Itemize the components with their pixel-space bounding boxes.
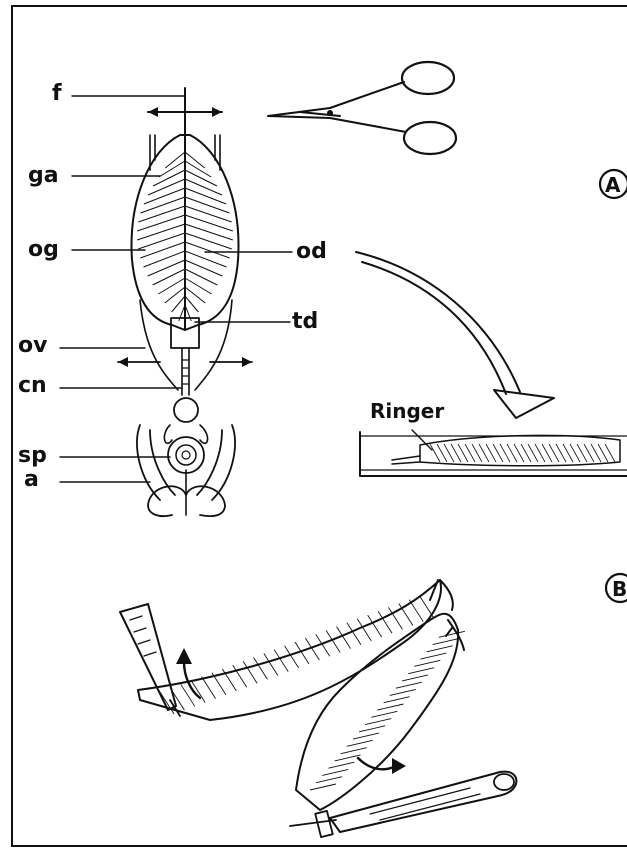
hatch-line xyxy=(420,653,446,659)
hatch-line xyxy=(165,152,185,168)
hatch-line xyxy=(433,639,459,645)
spermatheca-core xyxy=(182,451,190,459)
label-f: f xyxy=(52,81,62,106)
hatch-line xyxy=(159,161,185,177)
ovary-left-detached xyxy=(138,580,453,720)
scissors-icon xyxy=(268,62,456,154)
ringer-dish xyxy=(360,430,627,476)
hatch-line xyxy=(185,188,226,204)
hatch-line xyxy=(357,619,371,641)
hatch-line xyxy=(264,654,278,676)
lift-arrow-icon xyxy=(176,648,200,698)
hatch-line xyxy=(378,704,404,710)
hatch-line xyxy=(144,251,185,267)
hatch-line xyxy=(322,769,348,775)
hatch-line xyxy=(409,600,423,622)
hatch-line xyxy=(185,287,205,303)
ringer-leader xyxy=(412,430,432,450)
hatch-line xyxy=(185,260,222,276)
label-ringer: Ringer xyxy=(370,399,444,423)
leader-lines xyxy=(60,96,292,482)
hatch-line xyxy=(396,682,422,688)
curved-arrow-icon xyxy=(356,252,554,418)
hatch-line xyxy=(185,179,222,195)
oviduct-rings xyxy=(182,360,189,384)
cut-arrow-left-head xyxy=(118,357,128,367)
hatch-line xyxy=(137,215,185,231)
forceps-tip xyxy=(392,456,420,464)
hatch-line xyxy=(185,170,217,186)
hatch-line xyxy=(185,215,233,231)
hatch-line xyxy=(138,233,185,249)
hatch-line xyxy=(353,733,379,739)
hatch-line xyxy=(408,668,434,674)
hatch-line xyxy=(185,224,233,240)
hatch-line xyxy=(137,224,185,240)
label-og: og xyxy=(28,237,59,262)
spermatheca-inner xyxy=(176,445,196,465)
hatch-line xyxy=(365,719,391,725)
hatch-line xyxy=(141,197,185,213)
svg-text:A: A xyxy=(605,173,621,197)
forceps-icon xyxy=(120,604,180,716)
hatch-line xyxy=(420,596,434,618)
hatch-line xyxy=(212,673,226,695)
hatch-line xyxy=(181,684,195,706)
hatch-line xyxy=(316,777,342,783)
hatch-line xyxy=(328,762,354,768)
hatch-line xyxy=(202,677,216,699)
hatch-line xyxy=(253,657,267,679)
accessory-gland-ducts xyxy=(164,425,207,443)
panel-a-marker: A xyxy=(600,170,627,198)
hatch-line xyxy=(402,675,428,681)
hatch-line xyxy=(359,726,385,732)
cut-arrow-right-head xyxy=(242,357,252,367)
hatch-line xyxy=(148,179,185,195)
hatch-line xyxy=(153,170,185,186)
hatch-line xyxy=(185,251,226,267)
hatch-line xyxy=(148,260,185,276)
reproductive-tract xyxy=(60,88,292,516)
hatch-line xyxy=(310,784,336,790)
hatch-line xyxy=(165,287,185,303)
dissected-ovary-in-dish xyxy=(420,435,620,465)
hatch-line xyxy=(185,242,230,258)
pull-arrow-icon xyxy=(358,758,406,774)
spermatheca xyxy=(168,437,204,473)
hatch-line xyxy=(144,188,185,204)
hatch-line xyxy=(185,152,205,168)
hatch-line xyxy=(185,197,229,213)
hatch-line xyxy=(390,689,416,695)
svg-text:B: B xyxy=(612,577,627,601)
hatch-line xyxy=(335,755,361,761)
hatch-line xyxy=(439,631,465,637)
hatch-line xyxy=(347,740,373,746)
label-od: od xyxy=(296,239,327,264)
label-ga: ga xyxy=(28,163,59,188)
hatch-line xyxy=(185,233,232,249)
hatch-line xyxy=(185,206,232,222)
figure-border xyxy=(12,6,627,846)
hatch-line xyxy=(274,650,288,672)
label-sp: sp xyxy=(18,443,47,468)
scalpel-icon xyxy=(290,772,516,837)
hatch-line xyxy=(138,206,185,222)
hatch-line xyxy=(140,242,185,258)
label-ov: ov xyxy=(18,333,48,358)
hatch-line xyxy=(341,748,367,754)
hatch-line xyxy=(414,660,440,666)
label-td: td xyxy=(292,309,318,334)
hatch-line xyxy=(384,697,410,703)
spermatheca-upper xyxy=(174,398,198,422)
hatch-line xyxy=(427,646,453,652)
hatch-line xyxy=(371,711,397,717)
label-a: a xyxy=(24,467,39,492)
hatch-line xyxy=(368,615,382,637)
label-cn: cn xyxy=(18,373,47,398)
panel-b-marker: B xyxy=(606,574,627,602)
hatch-line xyxy=(185,161,211,177)
